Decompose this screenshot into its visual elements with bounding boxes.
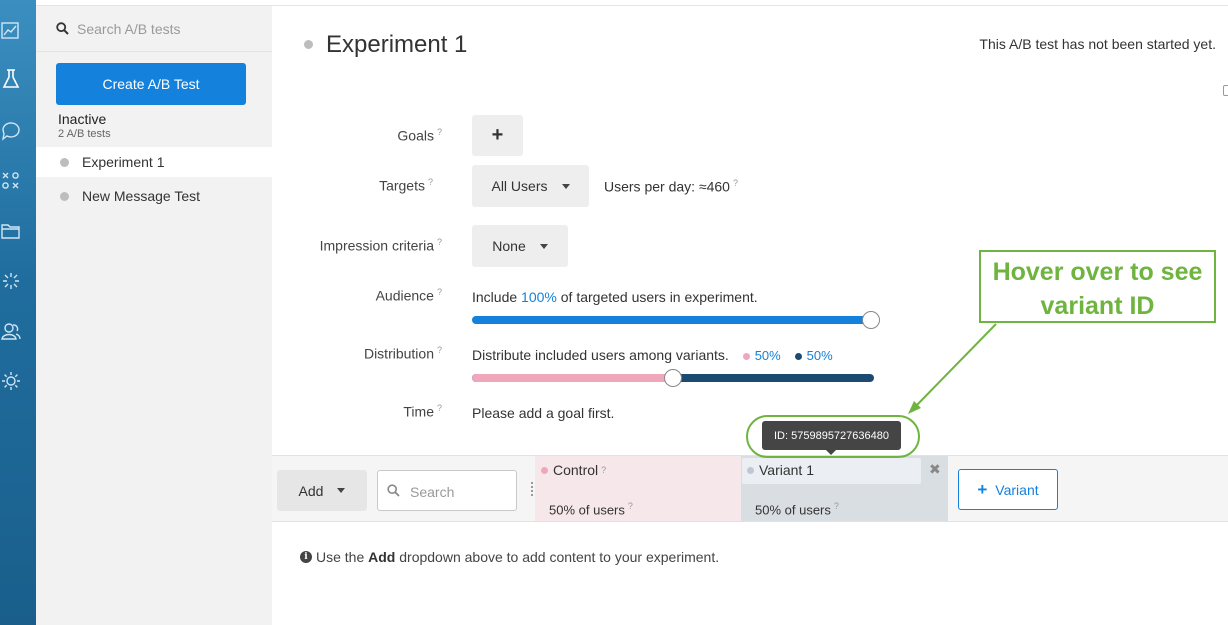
sparkle-icon[interactable]	[0, 270, 22, 292]
users-icon[interactable]	[0, 320, 22, 342]
audience-slider-handle[interactable]	[862, 311, 880, 329]
page-title[interactable]: Experiment 1	[326, 31, 468, 58]
search-icon	[387, 484, 400, 497]
targets-dropdown[interactable]: All Users	[472, 165, 589, 207]
tic-tac-toe-icon[interactable]	[0, 170, 22, 192]
create-ab-test-button[interactable]: Create A/B Test	[56, 63, 246, 105]
audience-label: Audience?	[375, 287, 442, 304]
add-content-dropdown[interactable]: Add	[277, 470, 367, 511]
distribution-label: Distribution?	[363, 345, 442, 362]
control-column[interactable]	[535, 456, 741, 521]
sidebar-search[interactable]: Search A/B tests	[36, 6, 272, 52]
control-color-dot	[541, 466, 548, 474]
distribution-text: Distribute included users among variants…	[472, 347, 833, 363]
plus-icon: +	[977, 479, 988, 499]
distribution-slider-control-fill	[472, 374, 673, 382]
variant-percent[interactable]: 50%	[806, 348, 833, 363]
audience-slider-fill	[472, 316, 873, 324]
time-label: Time?	[403, 403, 442, 420]
time-text: Please add a goal first.	[472, 405, 615, 421]
sidebar-item-label: New Message Test	[82, 188, 201, 204]
remove-variant-icon[interactable]: ✖	[929, 461, 941, 477]
chevron-down-icon	[561, 183, 570, 189]
info-message: i Use the Add dropdown above to add cont…	[300, 549, 719, 565]
highlight-ellipse	[746, 415, 920, 458]
impression-criteria-dropdown[interactable]: None	[472, 225, 568, 267]
status-dot	[304, 40, 313, 49]
audience-slider[interactable]	[472, 316, 873, 324]
variant-id-tooltip: ID: 5759895727636480	[762, 421, 901, 450]
variant-1-header[interactable]	[742, 458, 921, 484]
content-search-input[interactable]: Search	[410, 484, 455, 500]
content-search-field[interactable]: Search	[377, 470, 517, 511]
control-share: 50% of users?	[549, 501, 633, 518]
chat-bubble-icon[interactable]	[0, 120, 22, 142]
variant-1-share: 50% of users?	[755, 501, 839, 518]
tooltip-arrow	[826, 450, 836, 455]
info-icon: i	[300, 551, 312, 563]
chevron-down-icon	[539, 243, 548, 249]
add-goal-button[interactable]: +	[472, 115, 523, 156]
variant-color-dot	[747, 466, 754, 474]
flask-icon[interactable]	[0, 68, 22, 90]
audience-percent[interactable]: 100%	[521, 289, 557, 305]
status-dot	[60, 191, 69, 201]
drag-handle-icon[interactable]	[531, 482, 533, 496]
variant-1-name[interactable]: Variant 1	[747, 462, 814, 478]
control-percent[interactable]: 50%	[754, 348, 781, 363]
variant-color-dot	[794, 352, 802, 360]
distribution-slider-handle[interactable]	[664, 369, 682, 387]
group-count: 2 A/B tests	[58, 128, 111, 140]
group-title: Inactive	[58, 111, 107, 127]
ab-test-sidebar: Search A/B tests Create A/B Test Inactiv…	[36, 6, 272, 625]
goals-label: Goals?	[397, 127, 442, 144]
search-icon	[56, 22, 69, 35]
status-dot	[60, 157, 69, 167]
checkbox-edge[interactable]	[1223, 85, 1228, 96]
analytics-icon[interactable]	[0, 20, 22, 42]
users-per-day-link[interactable]: Users per day: ≈460?	[604, 178, 738, 195]
sidebar-item-new-message-test[interactable]: New Message Test	[36, 181, 272, 211]
search-input[interactable]: Search A/B tests	[77, 21, 181, 37]
top-divider	[36, 5, 1228, 6]
gear-icon[interactable]	[0, 370, 22, 392]
folder-icon[interactable]	[0, 220, 22, 242]
targets-label: Targets?	[379, 177, 433, 194]
control-name[interactable]: Control?	[541, 462, 606, 478]
test-status-text: This A/B test has not been started yet.	[979, 36, 1216, 52]
chevron-down-icon	[337, 488, 346, 493]
add-variant-button[interactable]: +Variant	[958, 469, 1058, 510]
sidebar-item-label: Experiment 1	[82, 154, 165, 170]
control-color-dot	[742, 352, 750, 360]
icon-rail	[0, 0, 36, 625]
annotation-callout: Hover over to see variant ID	[979, 250, 1216, 323]
audience-text: Include 100% of targeted users in experi…	[472, 289, 758, 305]
sidebar-item-experiment-1[interactable]: Experiment 1	[36, 147, 272, 177]
impression-criteria-label: Impression criteria?	[319, 237, 442, 254]
